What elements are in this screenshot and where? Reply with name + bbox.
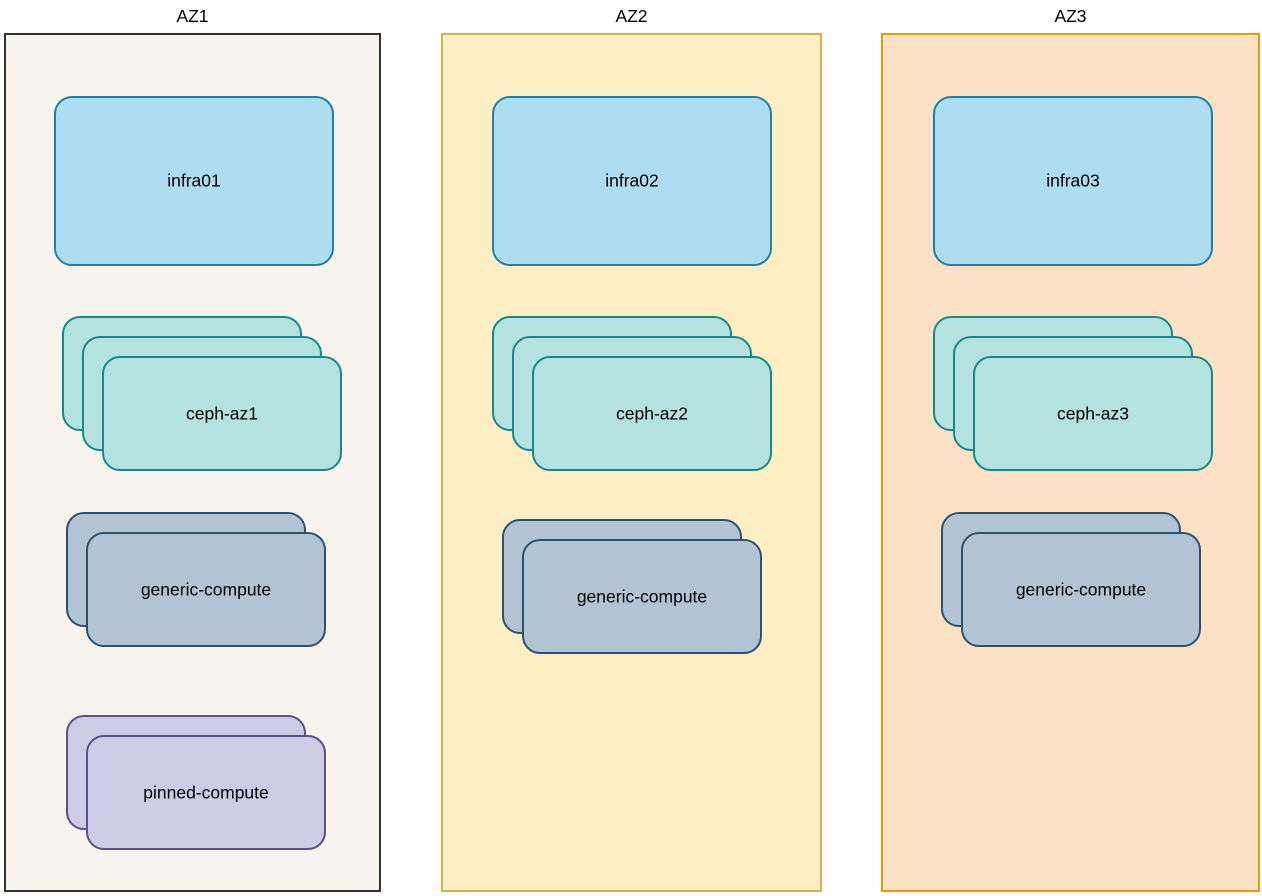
node-group-az1-pinned[interactable]: pinned-compute [66, 715, 326, 850]
node-label: generic-compute [1015, 578, 1147, 599]
az-title-az3: AZ3 [1054, 6, 1087, 26]
node-group-az1-ceph[interactable]: ceph-az1 [62, 316, 342, 471]
node-label: infra02 [605, 170, 659, 191]
node-group-az2-ceph[interactable]: ceph-az2 [492, 316, 772, 471]
node-card[interactable]: generic-compute [522, 539, 762, 654]
node-group-az3-ceph[interactable]: ceph-az3 [933, 316, 1213, 471]
node-label: ceph-az2 [616, 402, 688, 423]
node-label: generic-compute [576, 585, 708, 606]
az-title-az1: AZ1 [176, 6, 209, 26]
node-card[interactable]: infra01 [54, 96, 334, 266]
az-zone-az3[interactable]: infra03 ceph-az3 generic-compute [881, 33, 1260, 892]
node-label: infra03 [1046, 170, 1100, 191]
node-card[interactable]: ceph-az3 [973, 356, 1213, 471]
node-group-az3-infra[interactable]: infra03 [933, 96, 1213, 266]
az-zone-az1[interactable]: infra01 ceph-az1 generic-compute pinned-… [4, 33, 381, 892]
node-label: ceph-az3 [1057, 402, 1129, 423]
az-title-az2: AZ2 [615, 6, 648, 26]
node-card[interactable]: infra02 [492, 96, 772, 266]
node-group-az1-infra[interactable]: infra01 [54, 96, 334, 266]
node-card[interactable]: infra03 [933, 96, 1213, 266]
node-label: pinned-compute [143, 781, 269, 802]
node-card[interactable]: generic-compute [961, 532, 1201, 647]
node-card[interactable]: ceph-az1 [102, 356, 342, 471]
node-group-az1-generic[interactable]: generic-compute [66, 512, 326, 647]
node-label: ceph-az1 [186, 402, 258, 423]
az-zone-az2[interactable]: infra02 ceph-az2 generic-compute [441, 33, 822, 892]
node-group-az3-generic[interactable]: generic-compute [941, 512, 1201, 647]
node-group-az2-infra[interactable]: infra02 [492, 96, 772, 266]
node-card[interactable]: generic-compute [86, 532, 326, 647]
node-group-az2-generic[interactable]: generic-compute [502, 519, 762, 654]
node-label: generic-compute [140, 578, 272, 599]
node-label: infra01 [167, 170, 221, 191]
node-card[interactable]: pinned-compute [86, 735, 326, 850]
node-card[interactable]: ceph-az2 [532, 356, 772, 471]
